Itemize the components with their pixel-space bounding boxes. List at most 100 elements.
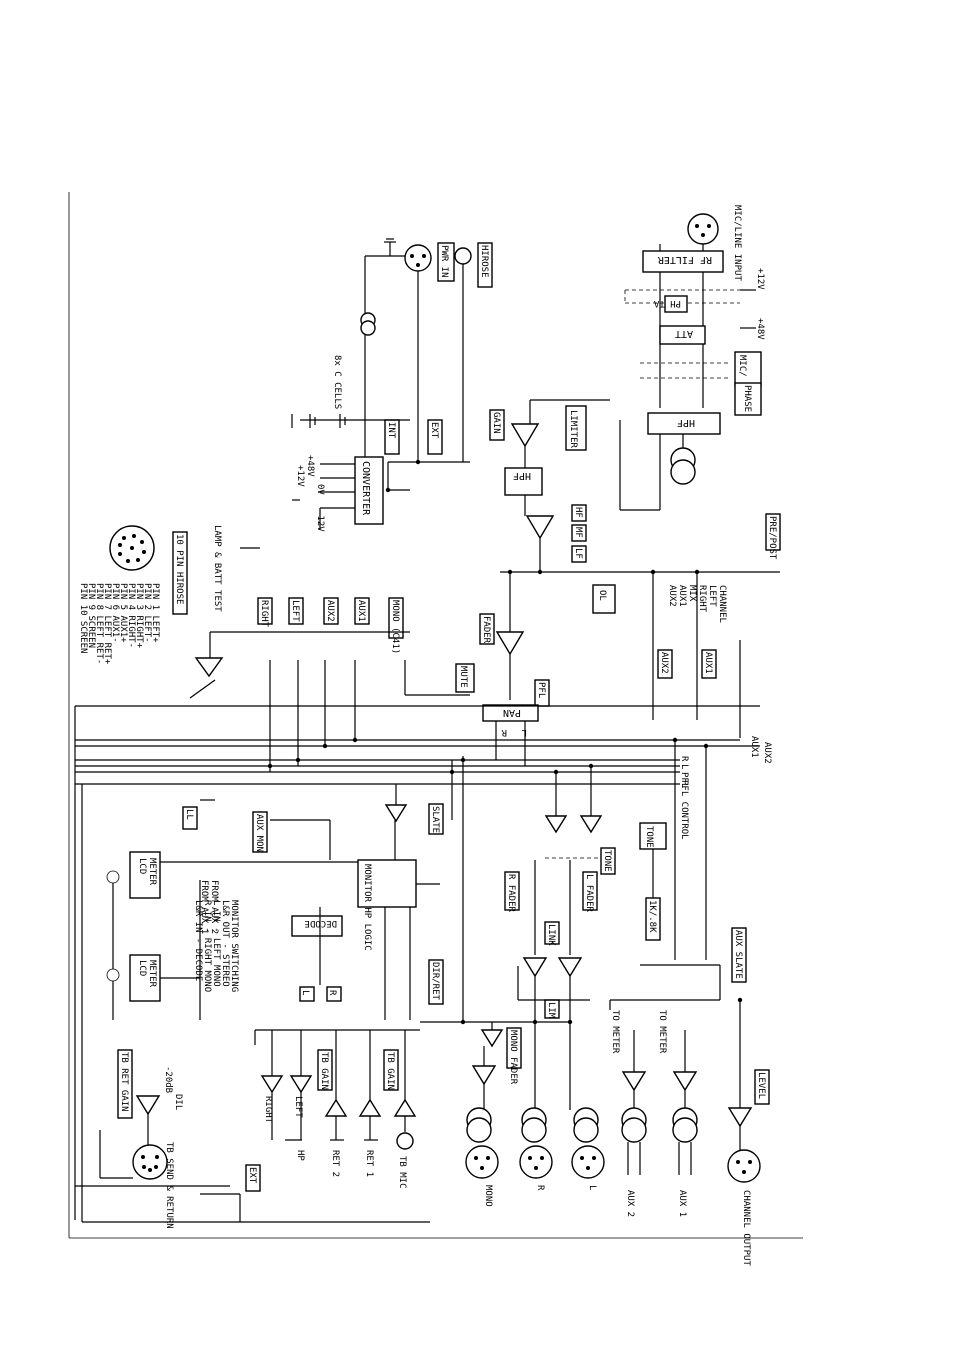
monitor-amp-triangle [384, 804, 408, 823]
channel-selector-label: CHANNEL [717, 585, 727, 623]
mute-label: MUTE [458, 666, 468, 688]
pin-list-line-6: PIN 6 AUX1- [110, 583, 120, 643]
mono-sum-amp [480, 1029, 504, 1048]
channel-output-xlr [727, 1149, 761, 1183]
ret1-amp [358, 1098, 382, 1117]
aux2-output-amp [621, 1071, 647, 1092]
converter-label: CONVERTER [360, 461, 371, 516]
rf-filter-block [642, 250, 724, 273]
monitor-hp-logic-label: MONITOR HP LOGIC [362, 864, 372, 951]
mic-xlr-connector [687, 213, 719, 245]
tone-freq-label: 1K/.8K [647, 900, 657, 933]
eq-amp-triangle [525, 515, 555, 540]
meter-lamp-2 [106, 968, 120, 982]
channel-opt-left: LEFT [707, 585, 717, 607]
gain-box [489, 409, 505, 441]
ret2-label: RET 2 [330, 1150, 340, 1177]
pin-list-line-1: PIN 1 LEFT+ [150, 583, 160, 643]
hp-jack-label: HP [295, 1150, 305, 1161]
channel-opt-aux2: AUX2 [667, 585, 677, 607]
channel-opt-mix: MIX [687, 585, 697, 602]
level-label: LEVEL [756, 1072, 766, 1099]
pfl-label: PFL [536, 682, 546, 698]
ext-switch-box [427, 419, 443, 455]
left-select-label: LEFT [290, 600, 300, 622]
r-output: R [519, 1107, 553, 1191]
limiter-block [565, 405, 587, 451]
aux-slate-box [731, 927, 747, 983]
lcd-meter-1-meter: METER [147, 858, 157, 886]
level-box [754, 1069, 770, 1105]
channel-opt-aux1: AUX1 [677, 585, 687, 607]
talkback-section: TB RET GAIN -20dB DIL TB SEND & RETURN E… [75, 1029, 430, 1229]
l-xlr-connector [571, 1145, 605, 1179]
pin-list-line-4: PIN 4 RIGHT- [126, 583, 136, 648]
l-output-label: L [587, 1185, 597, 1190]
mono-fader-label: MONO FADER [508, 1030, 518, 1085]
lim-label: LIM [546, 1002, 556, 1019]
tone-switch-box [600, 847, 616, 875]
fuse-ring-2 [360, 320, 376, 336]
from-aux2-label: FROM AUX 2 [209, 880, 219, 934]
lf-label: LF [573, 548, 583, 559]
tb-gain-2-box [383, 1049, 399, 1091]
pre-post-label: PRE/POST [767, 516, 777, 560]
ll-box [182, 806, 198, 830]
tb-ret-amp [135, 1095, 161, 1116]
aux1-send-box [701, 649, 717, 679]
aux2-bus-label: AUX2 [762, 742, 772, 764]
r-fader-label: R FADER [506, 874, 516, 913]
aux2-select-box [323, 597, 339, 625]
aux2-output: AUX 2 [621, 1107, 647, 1217]
gain-amp-triangle [510, 423, 540, 448]
monitor-switching-line-4: R IN - RIGHT MONO [202, 900, 212, 992]
lcd-meter-2 [129, 954, 161, 1002]
r-small-box [326, 986, 342, 1002]
aux2-send-box [657, 649, 673, 679]
l-output-amp [557, 957, 583, 978]
ph-ta-block [664, 295, 688, 313]
plus12v-label: +12V [295, 465, 305, 487]
hp-right-amp [260, 1075, 284, 1094]
monitor-switching-line-3: L IN - LEFT MONO [211, 900, 221, 987]
aux-mon-box [252, 811, 268, 853]
tb-ret-gain-box [117, 1049, 133, 1119]
pin-list-line-3: PIN 3 RIGHT+ [134, 583, 144, 649]
mic-line-input-label: MIC/LINE INPUT [732, 205, 742, 281]
hirose-out-amp-triangle [194, 657, 224, 678]
lamp-batt-test-label: LAMP & BATT TEST [212, 525, 222, 612]
lcd-meter-2-lcd: LCD [137, 960, 147, 976]
l-sum-amp [579, 815, 603, 834]
pre-post-box [765, 513, 781, 551]
l-small-box [299, 986, 315, 1002]
ret1-label: RET 1 [364, 1150, 374, 1177]
hf-box [571, 504, 587, 522]
monitor-section: LL AUX MON LCD METER LCD METER FROM AUX … [106, 756, 570, 1023]
monitor-switching-line-1: MONITOR SWITCHING [229, 900, 239, 992]
left-select-box [288, 597, 304, 625]
channel-opt-right: RIGHT [697, 585, 707, 613]
tb-gain-2-label: TB GAIN [385, 1052, 395, 1090]
dir-ret-label: DIR/RET [430, 962, 440, 1001]
hf-label: HF [573, 507, 583, 518]
pin-list-line-10: PIN 10 SCREEN [78, 583, 88, 653]
mono-output: MONO [465, 1107, 499, 1207]
r-small-label: R [327, 990, 337, 996]
mono-output-label: MONO [483, 1185, 493, 1207]
link-label: LINK [546, 924, 556, 946]
mic-line-switch-box [734, 351, 762, 387]
l-fader-box [582, 871, 598, 911]
monitor-hp-logic-block [357, 859, 417, 908]
tb-gain-1-box [317, 1049, 333, 1091]
lcd-meter-2-meter: METER [147, 960, 157, 988]
tb-gain-1-label: TB GAIN [319, 1052, 329, 1090]
mono-output-amp [471, 1065, 497, 1086]
pan-l-label: L [522, 727, 527, 737]
hirose-10pin-label: 10 PIN HIROSE [174, 534, 184, 604]
lf-box [571, 545, 587, 563]
output-connectors-section: MONO R L AUX 2 AUX 1 CHANNEL OUTPUT [465, 1107, 761, 1266]
pfl-bus-label: PFL [679, 772, 689, 788]
tb-ret-gain-label: TB RET GAIN [119, 1052, 129, 1112]
